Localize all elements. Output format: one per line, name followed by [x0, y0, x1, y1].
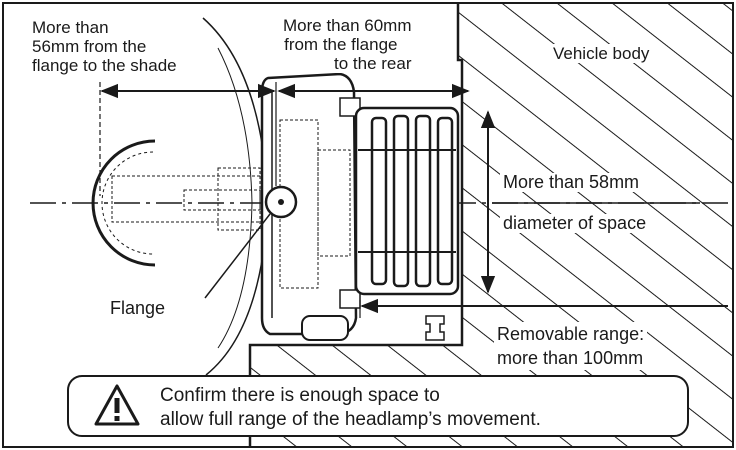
flange-marker-dot [278, 199, 284, 205]
headlamp-shade [91, 139, 156, 267]
headlamp-shade-inner [101, 151, 154, 255]
rear-distance-line-2: from the flange [284, 35, 398, 54]
diameter-label-line-1: More than 58mm [500, 173, 643, 192]
connector [425, 315, 445, 341]
removable-line-1: Removable range: [497, 324, 645, 344]
note-box [67, 375, 689, 437]
shade-distance-label: More than 56mm from the flange to the sh… [32, 18, 177, 75]
note-text: Confirm there is enough space to allow f… [160, 384, 541, 432]
heatsink-fin-2 [392, 114, 410, 288]
warning-triangle-icon [94, 384, 140, 426]
rear-distance-label: More than 60mm from the flange to the re… [280, 16, 415, 73]
reflector-arc-inner [217, 47, 253, 349]
note-line-1: Confirm there is enough space to [160, 385, 440, 406]
removable-range-label: Removable range: more than 100mm [494, 322, 648, 370]
diameter-label-line-2: diameter of space [500, 214, 650, 233]
heatsink-fin-4 [436, 116, 454, 286]
housing-socket-dashed [317, 149, 351, 257]
rear-distance-line-1: More than 60mm [283, 16, 412, 35]
heatsink-fin-3 [414, 114, 432, 288]
reflector-arc [202, 17, 269, 376]
shade-distance-line-1: More than [32, 18, 109, 37]
heatsink-fin-1 [370, 116, 388, 286]
bulb-stem [111, 175, 271, 223]
flange-leader [204, 213, 271, 299]
note-line-2: allow full range of the headlamp’s movem… [160, 409, 541, 430]
shade-distance-line-3: flange to the shade [32, 56, 177, 75]
vehicle-body-label: Vehicle body [550, 44, 653, 63]
housing-plug [301, 315, 349, 341]
housing-mount-bottom [339, 289, 361, 309]
flange-label: Flange [110, 298, 166, 318]
shade-distance-line-2: 56mm from the [32, 37, 147, 56]
rear-distance-line-3: to the rear [334, 54, 412, 73]
bulb-core [183, 189, 261, 211]
bulb-neck [217, 167, 261, 231]
removable-line-2: more than 100mm [497, 348, 644, 368]
